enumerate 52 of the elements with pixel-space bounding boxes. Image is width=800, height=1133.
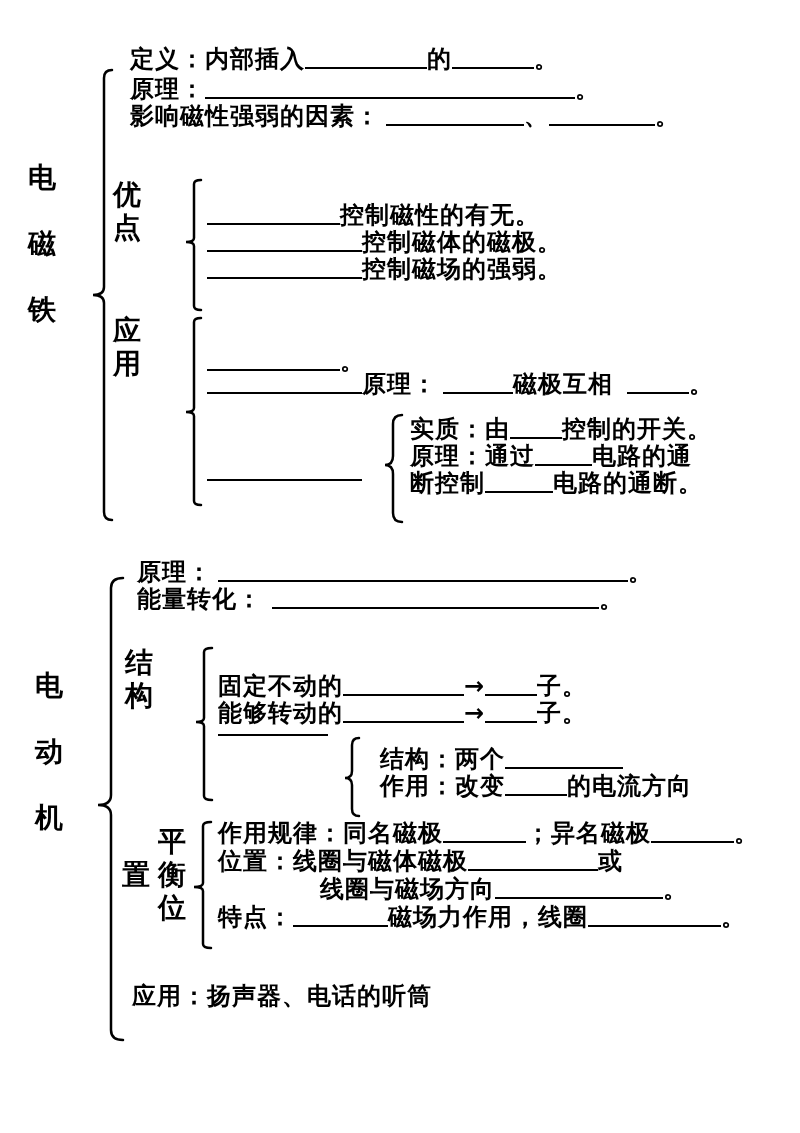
worksheet-text: 作用规律：同名磁极	[218, 820, 443, 847]
worksheet-text: 或	[598, 848, 623, 875]
worksheet-text: 。	[721, 904, 746, 931]
worksheet-text: 线圈与磁场方向	[320, 876, 495, 903]
subtopic-heading: 优点	[113, 178, 141, 244]
worksheet-text: 应用：扬声器、电话的听筒	[132, 983, 432, 1010]
worksheet-text: 。	[734, 820, 759, 847]
subtopic-heading: 平衡位	[158, 825, 186, 924]
worksheet-text: 原理：	[362, 371, 437, 398]
worksheet-text: 电路的通	[592, 443, 692, 470]
worksheet-text: 的	[427, 46, 452, 73]
worksheet-text: 控制磁性的有无。	[340, 202, 540, 229]
arrow-sign: →	[464, 673, 486, 700]
arrow-sign: →	[464, 700, 486, 727]
worksheet-text: 。	[575, 76, 600, 103]
topic-heading: 电磁铁	[28, 160, 56, 328]
worksheet-text: 子。	[537, 673, 588, 700]
worksheet-text: 定义：内部插入	[130, 46, 305, 73]
worksheet-text: 磁极互相	[513, 371, 613, 398]
worksheet-text: 特点：	[218, 904, 293, 931]
subtopic-heading: 置	[122, 858, 150, 891]
worksheet-text: 实质：由	[410, 416, 510, 443]
subtopic-heading: 应用	[113, 314, 141, 380]
worksheet-text: 原理：	[130, 76, 205, 103]
worksheet-text: 电路的通断。	[553, 470, 703, 497]
worksheet-text: 。	[689, 371, 714, 398]
worksheet-text: 磁场力作用，线圈	[388, 904, 588, 931]
worksheet-text: 。	[534, 46, 559, 73]
worksheet-text: 控制磁场的强弱。	[362, 256, 562, 283]
worksheet-text: 原理：通过	[410, 443, 535, 470]
worksheet-text: 。	[663, 876, 688, 903]
topic-heading: 电动机	[35, 668, 63, 836]
worksheet-text: 控制磁体的磁极。	[362, 229, 562, 256]
worksheet-text: 。	[655, 103, 680, 130]
worksheet-text: 。	[340, 348, 365, 375]
worksheet-text: 断控制	[410, 470, 485, 497]
worksheet-text: 。	[599, 586, 624, 613]
worksheet-text: 子。	[537, 700, 588, 727]
worksheet-text: 控制的开关。	[562, 416, 712, 443]
subtopic-heading: 结构	[125, 646, 153, 712]
worksheet-text: 。	[628, 559, 653, 586]
worksheet-text: 结构：两个	[380, 746, 505, 773]
worksheet-text: 影响磁性强弱的因素：	[130, 103, 380, 130]
worksheet-text: 能量转化：	[137, 586, 262, 613]
worksheet-text: ；异名磁极	[526, 820, 651, 847]
worksheet-text: 的电流方向	[567, 773, 692, 800]
worksheet-text: 作用：改变	[380, 773, 505, 800]
worksheet-text: 能够转动的	[218, 700, 343, 727]
worksheet-text: 位置：线圈与磁体磁极	[218, 848, 468, 875]
worksheet-text: 原理：	[137, 559, 212, 586]
worksheet-text: 固定不动的	[218, 673, 343, 700]
worksheet-text: 、	[524, 103, 549, 130]
